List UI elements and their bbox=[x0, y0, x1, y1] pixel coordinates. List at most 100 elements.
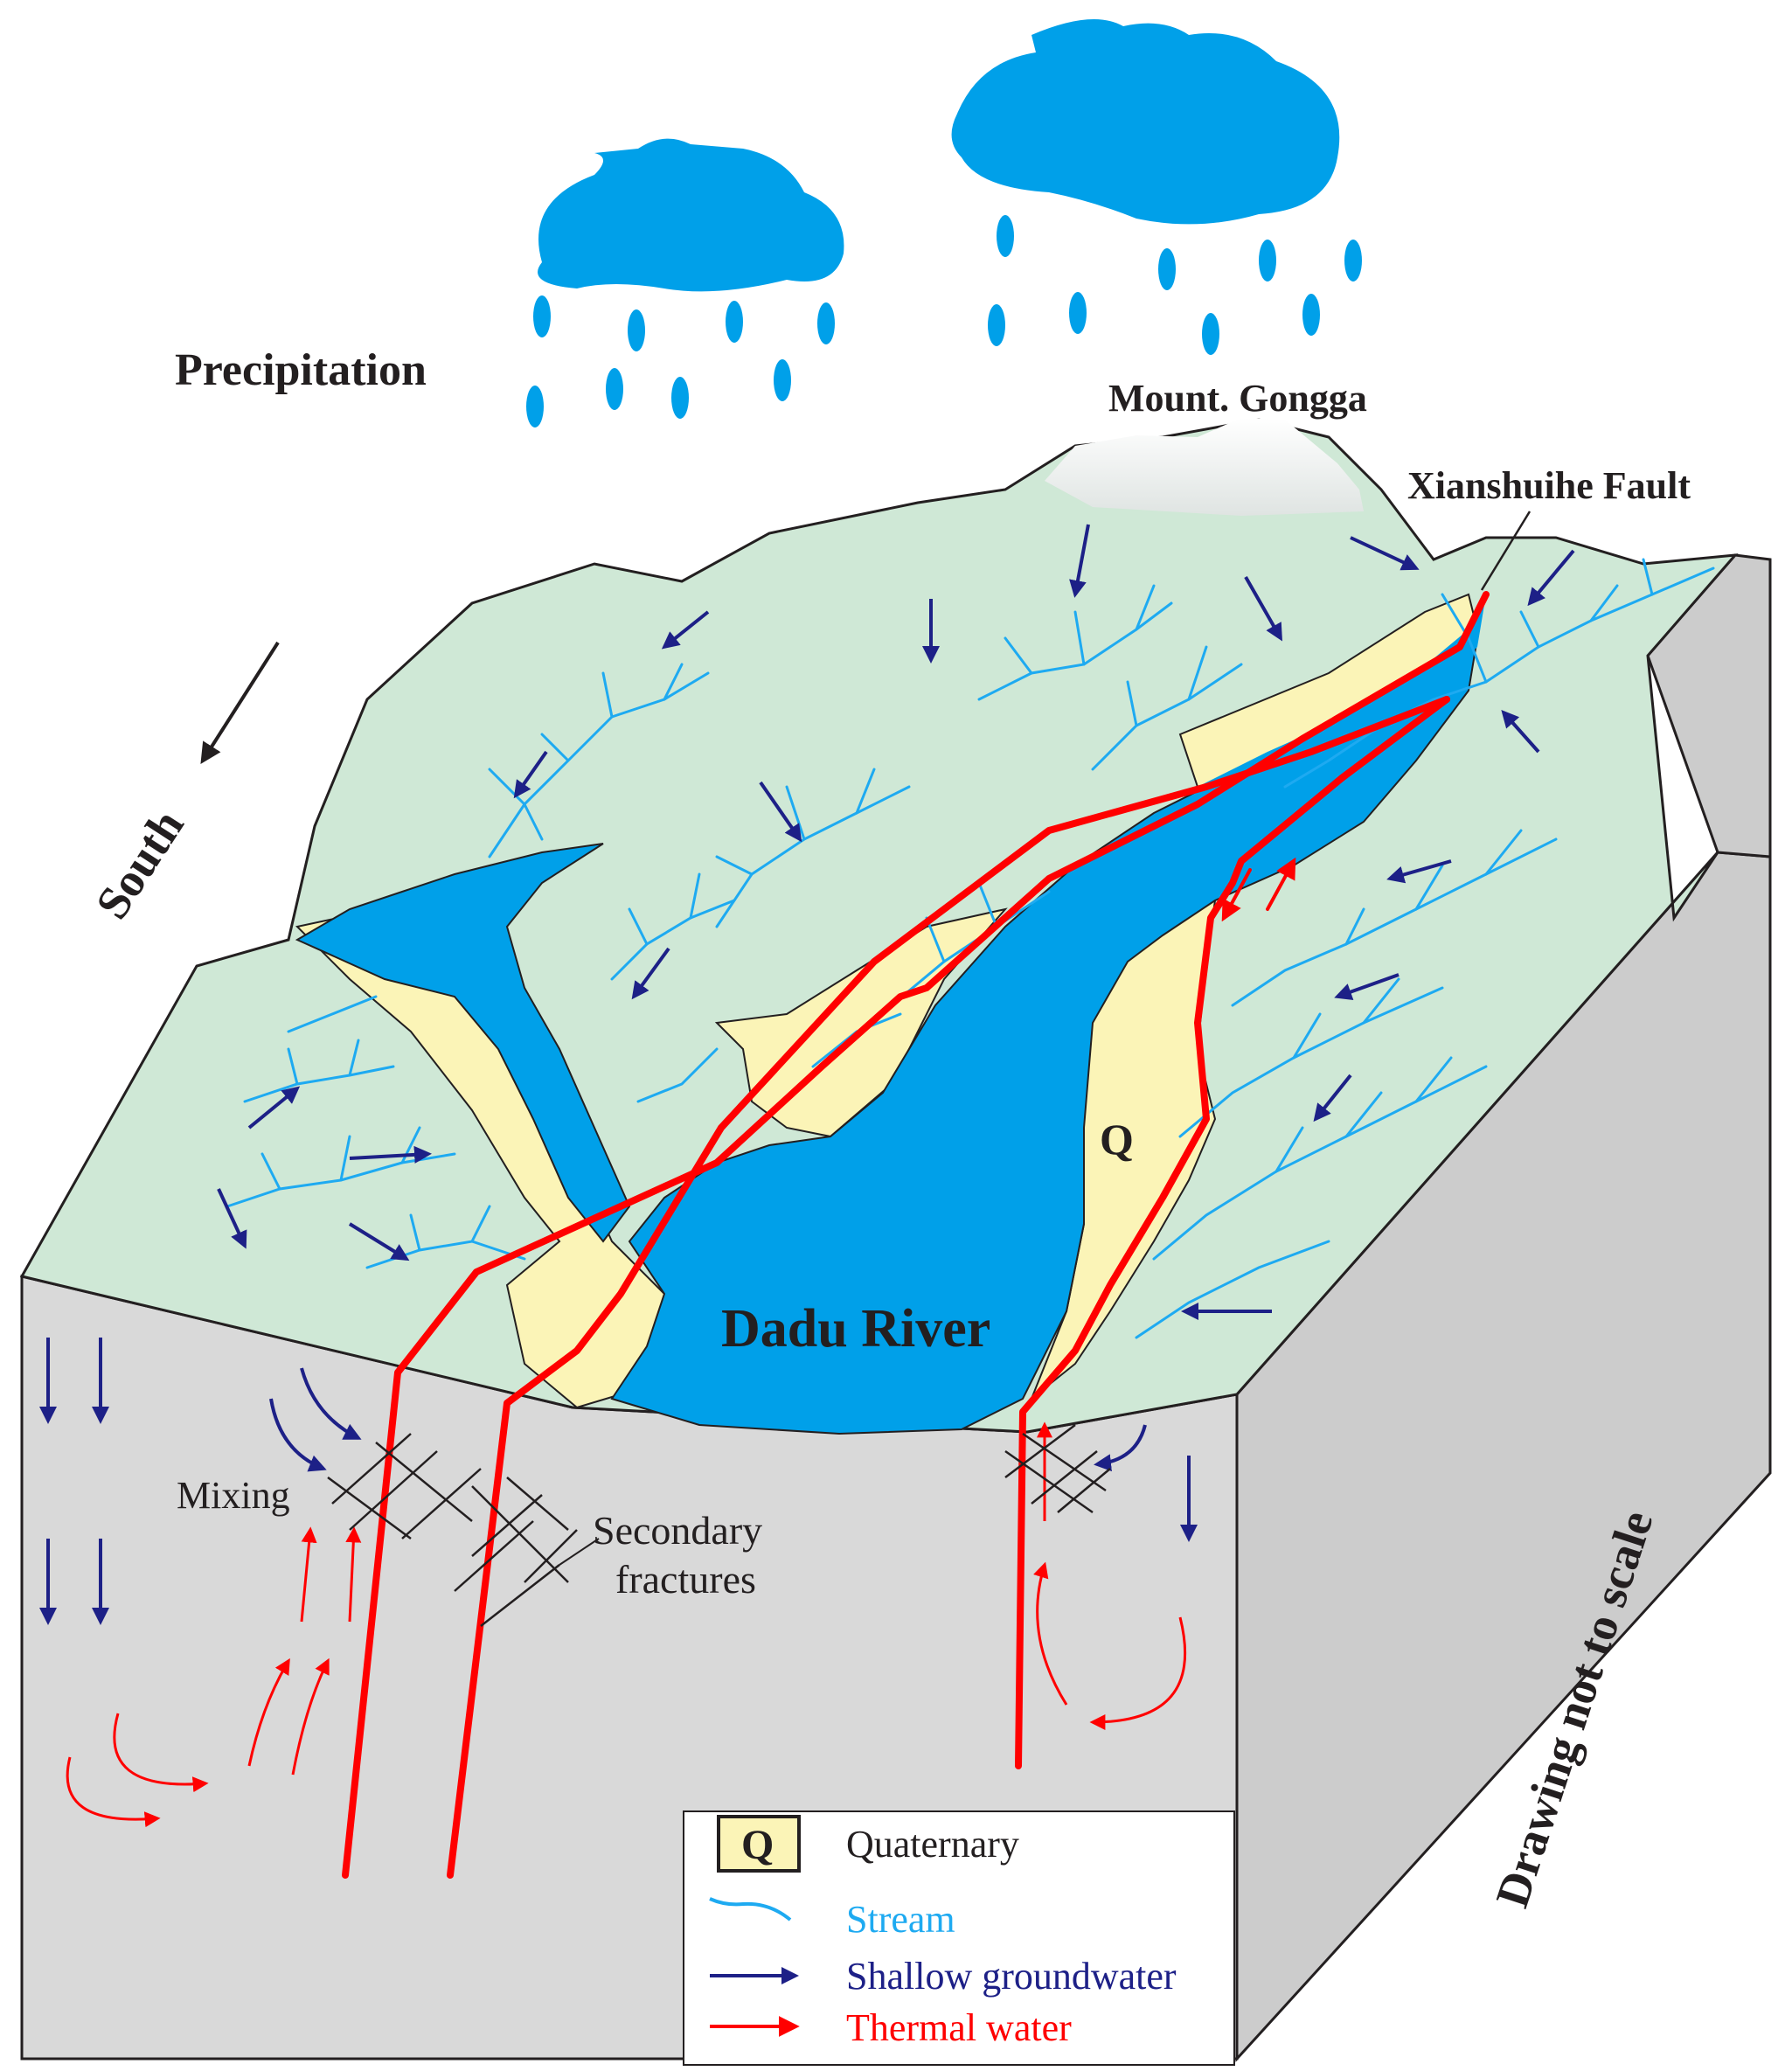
south-arrow-icon bbox=[200, 641, 280, 765]
raindrop bbox=[1259, 240, 1276, 281]
groundwater-arrow bbox=[1350, 536, 1420, 571]
groundwater-arrow bbox=[1527, 549, 1575, 607]
groundwater-arrow bbox=[1094, 1424, 1147, 1472]
secondary-fracture-grid bbox=[327, 1424, 1111, 1627]
subsurface-features bbox=[39, 1338, 1198, 1828]
raindrop bbox=[671, 377, 689, 419]
stream bbox=[488, 671, 710, 858]
cloud-left bbox=[538, 138, 844, 292]
legend-item-thermal-water: Thermal water bbox=[710, 2006, 1072, 2049]
mixing-pointer bbox=[559, 1538, 600, 1566]
fracture bbox=[331, 1433, 578, 1583]
stream bbox=[540, 663, 684, 762]
groundwater-arrows-subsurface bbox=[39, 1338, 1198, 1625]
raindrop bbox=[774, 359, 791, 401]
thermal-arrow bbox=[345, 1526, 362, 1623]
groundwater-arrow bbox=[631, 947, 670, 1000]
terrain-surface bbox=[19, 418, 1739, 1434]
stream-swatch-icon bbox=[709, 1897, 792, 1922]
thermal-arrow bbox=[1033, 1561, 1068, 1706]
groundwater-arrow bbox=[1501, 710, 1540, 754]
fault-slip-arrow-right bbox=[1266, 857, 1296, 911]
groundwater-arrows-surface bbox=[217, 524, 1575, 1320]
river-tributary-west bbox=[295, 843, 631, 1243]
stream bbox=[409, 1205, 491, 1252]
river-upper-channel bbox=[1198, 594, 1486, 804]
secondary-fractures-label-2: fractures bbox=[615, 1557, 756, 1602]
stream bbox=[243, 1065, 395, 1103]
groundwater-arrow bbox=[349, 1145, 432, 1164]
quaternary-swatch-symbol: Q bbox=[741, 1822, 774, 1868]
stream bbox=[1231, 837, 1558, 1007]
thermal-arrow bbox=[113, 1713, 209, 1793]
thermal-arrow bbox=[1089, 1616, 1187, 1730]
groundwater-arrow bbox=[348, 1222, 410, 1261]
fracture bbox=[327, 1442, 569, 1583]
mountain-label: Mount. Gongga bbox=[1108, 377, 1367, 420]
thermal-water-arrows bbox=[66, 1421, 1187, 1828]
stream bbox=[287, 1039, 360, 1086]
cloud-right bbox=[951, 19, 1340, 225]
groundwater-arrow bbox=[300, 1367, 362, 1440]
raindrop bbox=[533, 295, 551, 337]
groundwater-arrow bbox=[513, 750, 548, 799]
groundwater-arrow bbox=[661, 610, 710, 650]
fault-trace-middle bbox=[447, 696, 1450, 1879]
stream bbox=[636, 1047, 719, 1103]
raindrop bbox=[726, 301, 743, 343]
quaternary-mark: Q bbox=[1100, 1115, 1134, 1164]
secondary-fractures-label-1: Secondary bbox=[593, 1508, 762, 1553]
fault-lines bbox=[342, 591, 1490, 1879]
legend-label-groundwater: Shallow groundwater bbox=[846, 1955, 1177, 1998]
stream bbox=[925, 881, 998, 963]
fault-label: Xianshuihe Fault bbox=[1407, 464, 1691, 507]
fracture bbox=[454, 1520, 560, 1627]
stream bbox=[488, 768, 544, 841]
stream bbox=[1126, 645, 1208, 727]
fracture bbox=[1004, 1424, 1111, 1513]
groundwater-arrow bbox=[1386, 859, 1452, 884]
stream bbox=[628, 872, 701, 946]
groundwater-arrow bbox=[247, 1086, 301, 1129]
fracture bbox=[1004, 1432, 1107, 1514]
legend-item-quaternary: Q Quaternary bbox=[717, 1815, 1019, 1873]
stream bbox=[1004, 584, 1156, 675]
stream bbox=[1152, 1065, 1488, 1261]
legend-label-quaternary: Quaternary bbox=[846, 1823, 1019, 1866]
groundwater-arrow bbox=[1334, 973, 1400, 1001]
thermal-arrow bbox=[300, 1526, 317, 1623]
stream bbox=[1432, 566, 1715, 701]
legend-label-thermal: Thermal water bbox=[846, 2006, 1072, 2049]
legend-item-stream: Stream bbox=[709, 1897, 955, 1941]
legend: Q Quaternary Stream Shallow groundwater … bbox=[683, 1810, 1235, 2066]
dadu-river: Dadu River bbox=[295, 594, 1486, 1435]
precipitation-label: Precipitation bbox=[175, 345, 427, 395]
stream bbox=[287, 995, 378, 1033]
raindrop bbox=[628, 309, 645, 351]
fault-slip-arrow-left bbox=[1221, 868, 1252, 922]
quaternary-swatch bbox=[717, 1815, 801, 1873]
raindrop bbox=[1069, 292, 1087, 334]
raindrop bbox=[1344, 240, 1362, 281]
fault-label-leader bbox=[1480, 511, 1532, 591]
fault-trace-east bbox=[1015, 696, 1450, 1769]
stream bbox=[1091, 663, 1243, 771]
south-indicator: South bbox=[86, 641, 280, 928]
raindrop bbox=[1158, 248, 1176, 290]
stream bbox=[1275, 1056, 1453, 1173]
groundwater-arrow bbox=[1244, 576, 1282, 642]
fault-trace-west bbox=[342, 591, 1490, 1879]
precipitation-clouds bbox=[526, 19, 1362, 427]
raindrop bbox=[988, 304, 1005, 346]
groundwater-arrow bbox=[217, 1188, 247, 1249]
groundwater-arrow bbox=[759, 781, 802, 843]
stream bbox=[1292, 977, 1400, 1060]
raindrops bbox=[526, 215, 1362, 427]
stream bbox=[1519, 558, 1654, 649]
legend-label-stream: Stream bbox=[846, 1898, 955, 1941]
thermal-arrow bbox=[291, 1657, 330, 1776]
raindrop bbox=[526, 386, 544, 427]
south-label: South bbox=[86, 801, 194, 928]
